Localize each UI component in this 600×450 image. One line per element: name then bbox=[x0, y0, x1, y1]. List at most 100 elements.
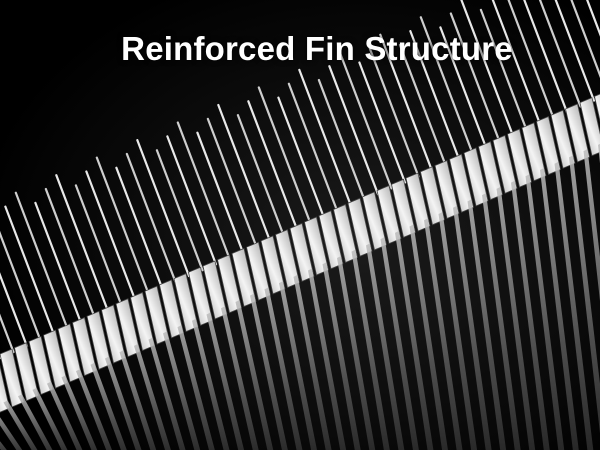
fin-plate bbox=[496, 186, 536, 450]
fin-plate bbox=[540, 168, 579, 450]
fin-edge bbox=[420, 166, 445, 226]
fin bbox=[298, 68, 353, 207]
fin bbox=[115, 166, 164, 289]
fin-plate bbox=[177, 325, 215, 450]
fin bbox=[409, 30, 461, 161]
fin-edge bbox=[362, 191, 387, 251]
fin-edge bbox=[333, 203, 358, 264]
upper-fin-row bbox=[0, 0, 600, 360]
fin-plate bbox=[206, 312, 245, 450]
fin-plate bbox=[105, 356, 142, 450]
fin-plate bbox=[250, 293, 288, 450]
fin-plate bbox=[61, 375, 98, 450]
fin-plate bbox=[264, 287, 303, 450]
fin-edge bbox=[304, 216, 329, 276]
fin-plate bbox=[18, 394, 53, 450]
fin bbox=[236, 114, 285, 237]
fin-plate bbox=[438, 211, 478, 450]
fin-plate bbox=[221, 306, 259, 450]
fin-edge bbox=[536, 115, 561, 176]
fin bbox=[34, 201, 83, 324]
fin-plate bbox=[337, 255, 376, 450]
fin bbox=[317, 78, 366, 202]
fin bbox=[257, 86, 312, 225]
fin bbox=[449, 12, 501, 143]
fin-plate bbox=[525, 174, 565, 450]
fin-plate bbox=[554, 161, 594, 450]
fin-edge bbox=[318, 210, 344, 270]
fin bbox=[460, 0, 515, 137]
fin bbox=[0, 230, 42, 342]
fin-plate bbox=[467, 199, 507, 450]
fin-edge bbox=[521, 122, 547, 182]
fin-plate bbox=[235, 299, 274, 450]
fin bbox=[338, 51, 393, 190]
fin bbox=[287, 82, 339, 213]
fin bbox=[368, 47, 420, 178]
fin-edge bbox=[594, 93, 600, 123]
fin-plate bbox=[569, 155, 600, 434]
fin-plate bbox=[3, 400, 38, 450]
fin-edge bbox=[507, 128, 532, 188]
fin bbox=[95, 156, 150, 295]
fin-plate bbox=[409, 224, 448, 450]
fin bbox=[379, 33, 434, 172]
fin-plate bbox=[90, 362, 127, 450]
fin-plate bbox=[0, 417, 23, 450]
fin-edge bbox=[579, 97, 600, 157]
fin-edge bbox=[188, 266, 213, 326]
fin bbox=[0, 313, 15, 354]
fin-plate bbox=[76, 369, 113, 450]
fin bbox=[479, 8, 528, 131]
fin bbox=[206, 117, 258, 248]
fin bbox=[176, 121, 231, 260]
fin bbox=[166, 135, 218, 266]
fin bbox=[14, 191, 69, 330]
fin-edge bbox=[492, 134, 518, 194]
lower-fin-row bbox=[0, 143, 600, 450]
fin-plate bbox=[308, 268, 347, 450]
fin-edge bbox=[478, 141, 503, 201]
fin-plate bbox=[482, 193, 521, 450]
headline: Reinforced Fin Structure bbox=[121, 30, 513, 67]
fin-plate bbox=[366, 243, 405, 450]
fin-plate bbox=[322, 262, 361, 450]
fin-edge bbox=[246, 241, 271, 301]
fin-plate bbox=[395, 230, 434, 450]
fin bbox=[196, 131, 245, 254]
fin-plate bbox=[279, 281, 317, 450]
fin-plate bbox=[293, 274, 332, 450]
fin-edge bbox=[231, 247, 257, 308]
fin-plate bbox=[424, 218, 463, 450]
fin bbox=[155, 149, 204, 272]
fin-band bbox=[0, 93, 600, 413]
fin-edge bbox=[391, 178, 416, 238]
fin bbox=[74, 184, 123, 307]
fin bbox=[523, 0, 569, 114]
fin bbox=[554, 0, 596, 102]
fin bbox=[85, 170, 137, 301]
fin bbox=[55, 174, 110, 313]
fin bbox=[4, 205, 56, 336]
fin-edge bbox=[434, 159, 460, 220]
fin-plate bbox=[163, 331, 201, 450]
fin bbox=[419, 16, 474, 155]
fin bbox=[247, 100, 299, 231]
fin-plate bbox=[192, 318, 230, 450]
fin-edge bbox=[405, 172, 431, 232]
fin-plate bbox=[380, 237, 419, 450]
fin-edge bbox=[347, 197, 373, 257]
fin-edge bbox=[449, 153, 474, 213]
fin bbox=[398, 43, 447, 167]
fin bbox=[538, 0, 582, 108]
fin bbox=[439, 26, 488, 149]
fin bbox=[491, 0, 542, 126]
fin bbox=[44, 187, 96, 319]
fin-edge bbox=[260, 235, 286, 295]
fin bbox=[507, 0, 555, 120]
fin-plate bbox=[351, 249, 390, 450]
fin-plate bbox=[0, 441, 7, 450]
fin bbox=[217, 103, 272, 243]
